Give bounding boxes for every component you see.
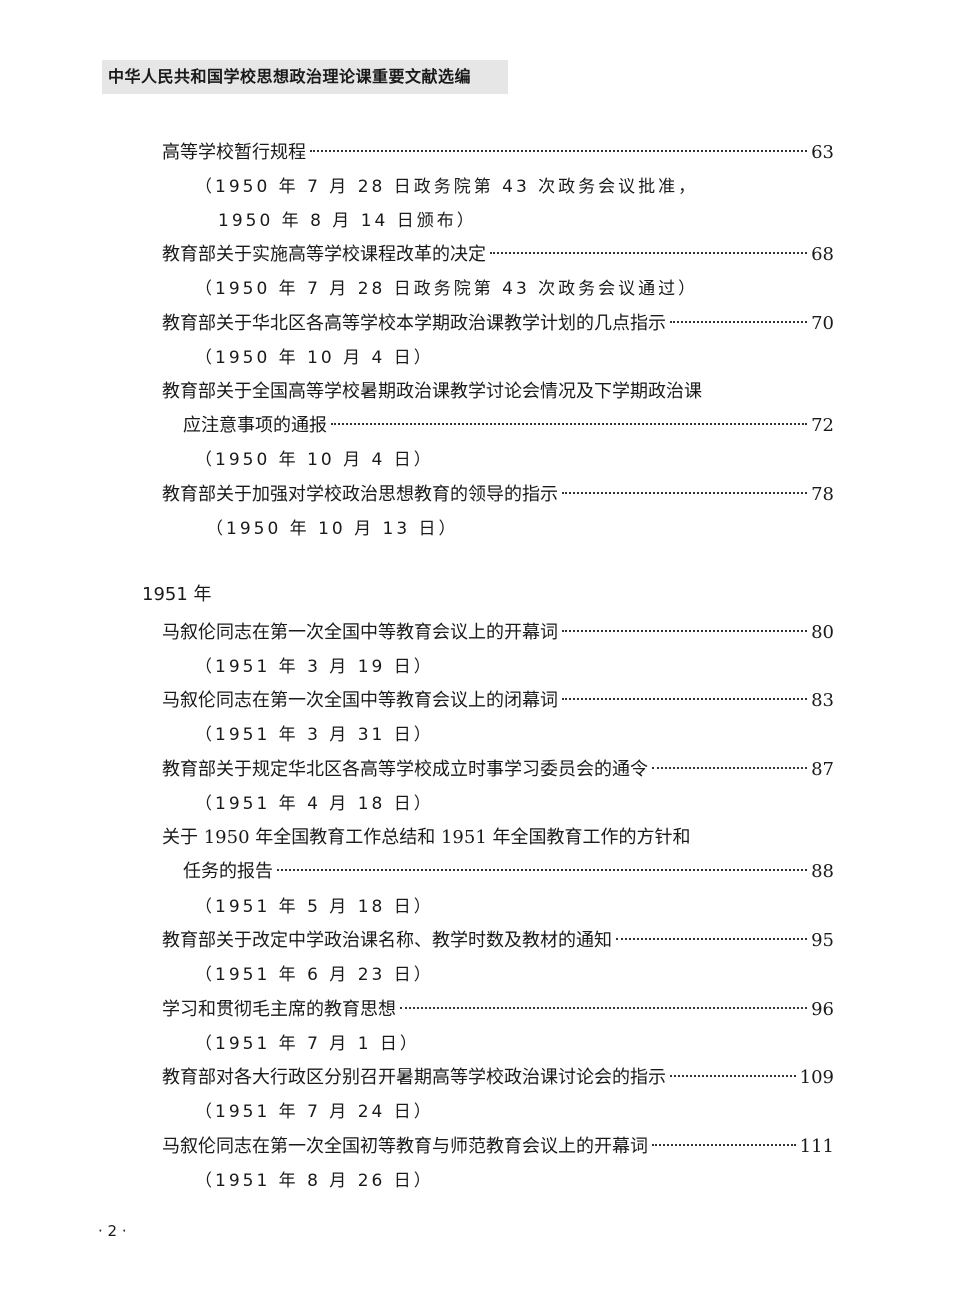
toc-entry[interactable]: 教育部关于实施高等学校课程改革的决定 68: [162, 240, 834, 270]
toc-entry-title-line1[interactable]: 关于 1950 年全国教育工作总结和 1951 年全国教育工作的方针和: [162, 827, 691, 848]
dot-leader: [490, 252, 808, 254]
toc-entry-title: 马叙伦同志在第一次全国中等教育会议上的闭幕词: [162, 690, 558, 711]
toc-entry-title: 教育部关于规定华北区各高等学校成立时事学习委员会的通令: [162, 759, 648, 780]
toc-entry[interactable]: 教育部关于规定华北区各高等学校成立时事学习委员会的通令 87: [162, 755, 834, 785]
toc-entry-title: 教育部对各大行政区分别召开暑期高等学校政治课讨论会的指示: [162, 1067, 666, 1088]
toc-entry-note: （1951 年 8 月 26 日）: [195, 1171, 434, 1191]
dot-leader: [310, 150, 808, 152]
toc-entry-page: 78: [811, 484, 834, 505]
dot-leader: [562, 630, 808, 632]
toc-entry-title: 任务的报告: [183, 861, 273, 882]
dot-leader: [670, 321, 808, 323]
running-header: 中华人民共和国学校思想政治理论课重要文献选编: [102, 60, 508, 94]
year-heading: 1951 年: [142, 584, 212, 605]
toc-entry-note: （1950 年 7 月 28 日政务院第 43 次政务会议批准，: [195, 177, 699, 197]
toc-entry-page: 88: [811, 861, 834, 882]
toc-entry-title: 教育部关于加强对学校政治思想教育的领导的指示: [162, 484, 558, 505]
dot-leader: [400, 1007, 808, 1009]
toc-entry-title: 教育部关于实施高等学校课程改革的决定: [162, 244, 486, 265]
toc-entry-note: （1951 年 3 月 31 日）: [195, 725, 434, 745]
toc-entry[interactable]: 教育部关于加强对学校政治思想教育的领导的指示 78: [162, 480, 834, 510]
toc-entry-page: 96: [811, 999, 834, 1020]
toc-entry-note: （1950 年 10 月 13 日）: [206, 519, 459, 539]
toc-entry[interactable]: 任务的报告 88: [183, 857, 834, 887]
page-number: · 2 ·: [98, 1222, 127, 1240]
toc-entry-page: 72: [811, 415, 834, 436]
toc-entry-title-line1[interactable]: 教育部关于全国高等学校暑期政治课教学讨论会情况及下学期政治课: [162, 381, 702, 402]
toc-entry[interactable]: 教育部关于华北区各高等学校本学期政治课教学计划的几点指示 70: [162, 309, 834, 339]
dot-leader: [277, 869, 808, 871]
toc-entry-note: （1951 年 6 月 23 日）: [195, 965, 434, 985]
toc-entry-note: （1951 年 5 月 18 日）: [195, 897, 434, 917]
toc-entry-page: 109: [799, 1067, 834, 1088]
toc-entry-title: 应注意事项的通报: [183, 415, 327, 436]
toc-entry[interactable]: 马叙伦同志在第一次全国中等教育会议上的开幕词 80: [162, 618, 834, 648]
toc-entry-note: 1950 年 8 月 14 日颁布）: [218, 211, 477, 231]
toc-entry-note: （1951 年 3 月 19 日）: [195, 657, 434, 677]
dot-leader: [652, 767, 808, 769]
toc-entry-note: （1951 年 7 月 24 日）: [195, 1102, 434, 1122]
dot-leader: [616, 938, 808, 940]
toc-entry-page: 70: [811, 313, 834, 334]
toc-entry-note: （1950 年 7 月 28 日政务院第 43 次政务会议通过）: [195, 279, 699, 299]
dot-leader: [670, 1075, 796, 1077]
dot-leader: [331, 423, 808, 425]
toc-entry[interactable]: 教育部关于改定中学政治课名称、教学时数及教材的通知 95: [162, 926, 834, 956]
toc-entry[interactable]: 教育部对各大行政区分别召开暑期高等学校政治课讨论会的指示 109: [162, 1063, 834, 1093]
toc-entry-title: 高等学校暂行规程: [162, 142, 306, 163]
toc-entry-page: 68: [811, 244, 834, 265]
toc-entry-page: 83: [811, 690, 834, 711]
toc-entry-title: 马叙伦同志在第一次全国中等教育会议上的开幕词: [162, 622, 558, 643]
toc-entry-page: 95: [811, 930, 834, 951]
toc-entry-page: 80: [811, 622, 834, 643]
toc-entry[interactable]: 马叙伦同志在第一次全国初等教育与师范教育会议上的开幕词 111: [162, 1132, 834, 1162]
toc-entry-title: 学习和贯彻毛主席的教育思想: [162, 999, 396, 1020]
toc-entry[interactable]: 学习和贯彻毛主席的教育思想 96: [162, 995, 834, 1025]
toc-entry-note: （1950 年 10 月 4 日）: [195, 348, 434, 368]
toc-entry-title: 教育部关于改定中学政治课名称、教学时数及教材的通知: [162, 930, 612, 951]
toc-entry[interactable]: 高等学校暂行规程 63: [162, 138, 834, 168]
toc-entry-title: 马叙伦同志在第一次全国初等教育与师范教育会议上的开幕词: [162, 1136, 648, 1157]
dot-leader: [652, 1144, 796, 1146]
toc-entry[interactable]: 应注意事项的通报 72: [183, 411, 834, 441]
toc-entry-note: （1950 年 10 月 4 日）: [195, 450, 434, 470]
toc-entry-title: 教育部关于华北区各高等学校本学期政治课教学计划的几点指示: [162, 313, 666, 334]
dot-leader: [562, 698, 808, 700]
toc-entry-page: 87: [811, 759, 834, 780]
toc-entry-note: （1951 年 4 月 18 日）: [195, 794, 434, 814]
toc-entry[interactable]: 马叙伦同志在第一次全国中等教育会议上的闭幕词 83: [162, 686, 834, 716]
dot-leader: [562, 492, 808, 494]
toc-entry-note: （1951 年 7 月 1 日）: [195, 1034, 420, 1054]
toc-entry-page: 111: [799, 1136, 834, 1157]
toc-entry-page: 63: [811, 142, 834, 163]
